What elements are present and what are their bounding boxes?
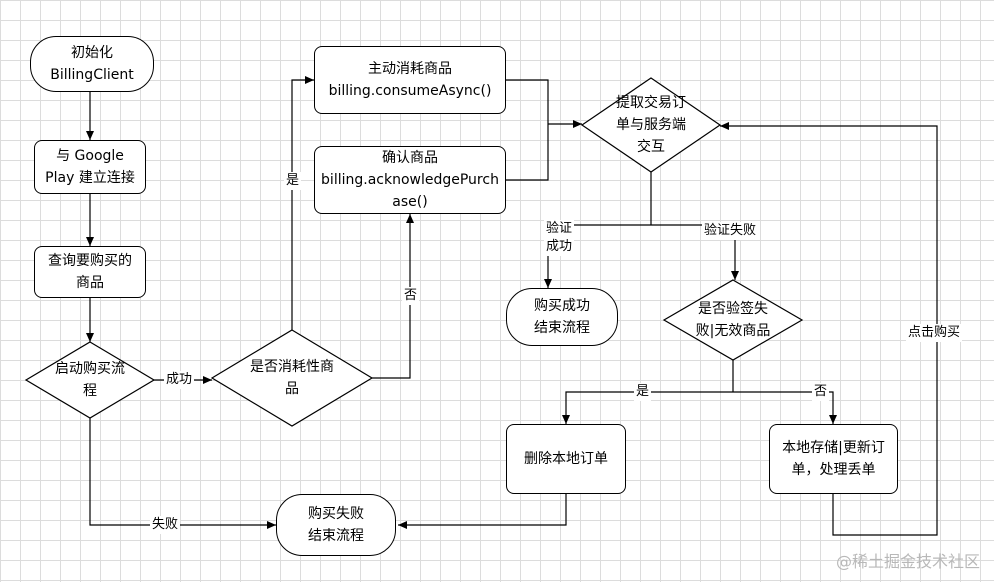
edge-ack-server (506, 124, 549, 181)
node-connect-google-play: 与 Google Play 建立连接 (34, 140, 146, 194)
decision-server-interaction: 提取交易订 单与服务端 交互 (616, 95, 686, 155)
node-acknowledge-product: 确认商品 billing.acknowledgePurch ase() (314, 146, 506, 214)
decision-start-purchase: 启动购买流 程 (55, 361, 125, 399)
label-invalid-yes: 是 (634, 383, 652, 401)
edge-start-fail (89, 418, 276, 529)
label-yes-consume: 是 (284, 172, 302, 190)
label-verify-fail: 验证失败 (702, 222, 759, 240)
watermark: @稀土掘金技术社区 (835, 552, 980, 571)
node-store-local-order: 本地存储|更新订 单，处理丢单 (769, 424, 898, 494)
consumable-decision-shape (210, 329, 374, 427)
node-purchase-success-end: 购买成功 结束流程 (506, 288, 618, 346)
label-no-acknowledge: 否 (402, 287, 420, 305)
node-init-billing-client: 初始化 BillingClient (30, 36, 154, 92)
node-purchase-fail-end: 购买失败 结束流程 (276, 494, 396, 556)
edge-consume-server (506, 79, 549, 124)
label-start-fail: 失败 (150, 516, 181, 534)
label-click-buy: 点击购买 (906, 324, 963, 342)
decision-verify-invalid: 是否验签失 败|无效商品 (695, 301, 771, 339)
node-delete-local-order: 删除本地订单 (506, 424, 626, 494)
node-consume-product: 主动消耗商品 billing.consumeAsync() (314, 46, 506, 114)
edge-delete-failend (398, 494, 567, 529)
decision-is-consumable: 是否消耗性商 品 (250, 359, 334, 397)
edge-invalid-no (733, 391, 837, 424)
edge-consumable-consume (291, 76, 314, 330)
edge-store-loop (720, 122, 938, 536)
edge-invalid-yes (562, 391, 733, 424)
node-query-products: 查询要购买的 商品 (34, 246, 146, 298)
label-start-success: 成功 (164, 371, 195, 389)
label-verify-success: 验证 成功 (544, 220, 575, 256)
label-invalid-no: 否 (812, 383, 830, 401)
edge-consumable-ack (372, 214, 414, 379)
